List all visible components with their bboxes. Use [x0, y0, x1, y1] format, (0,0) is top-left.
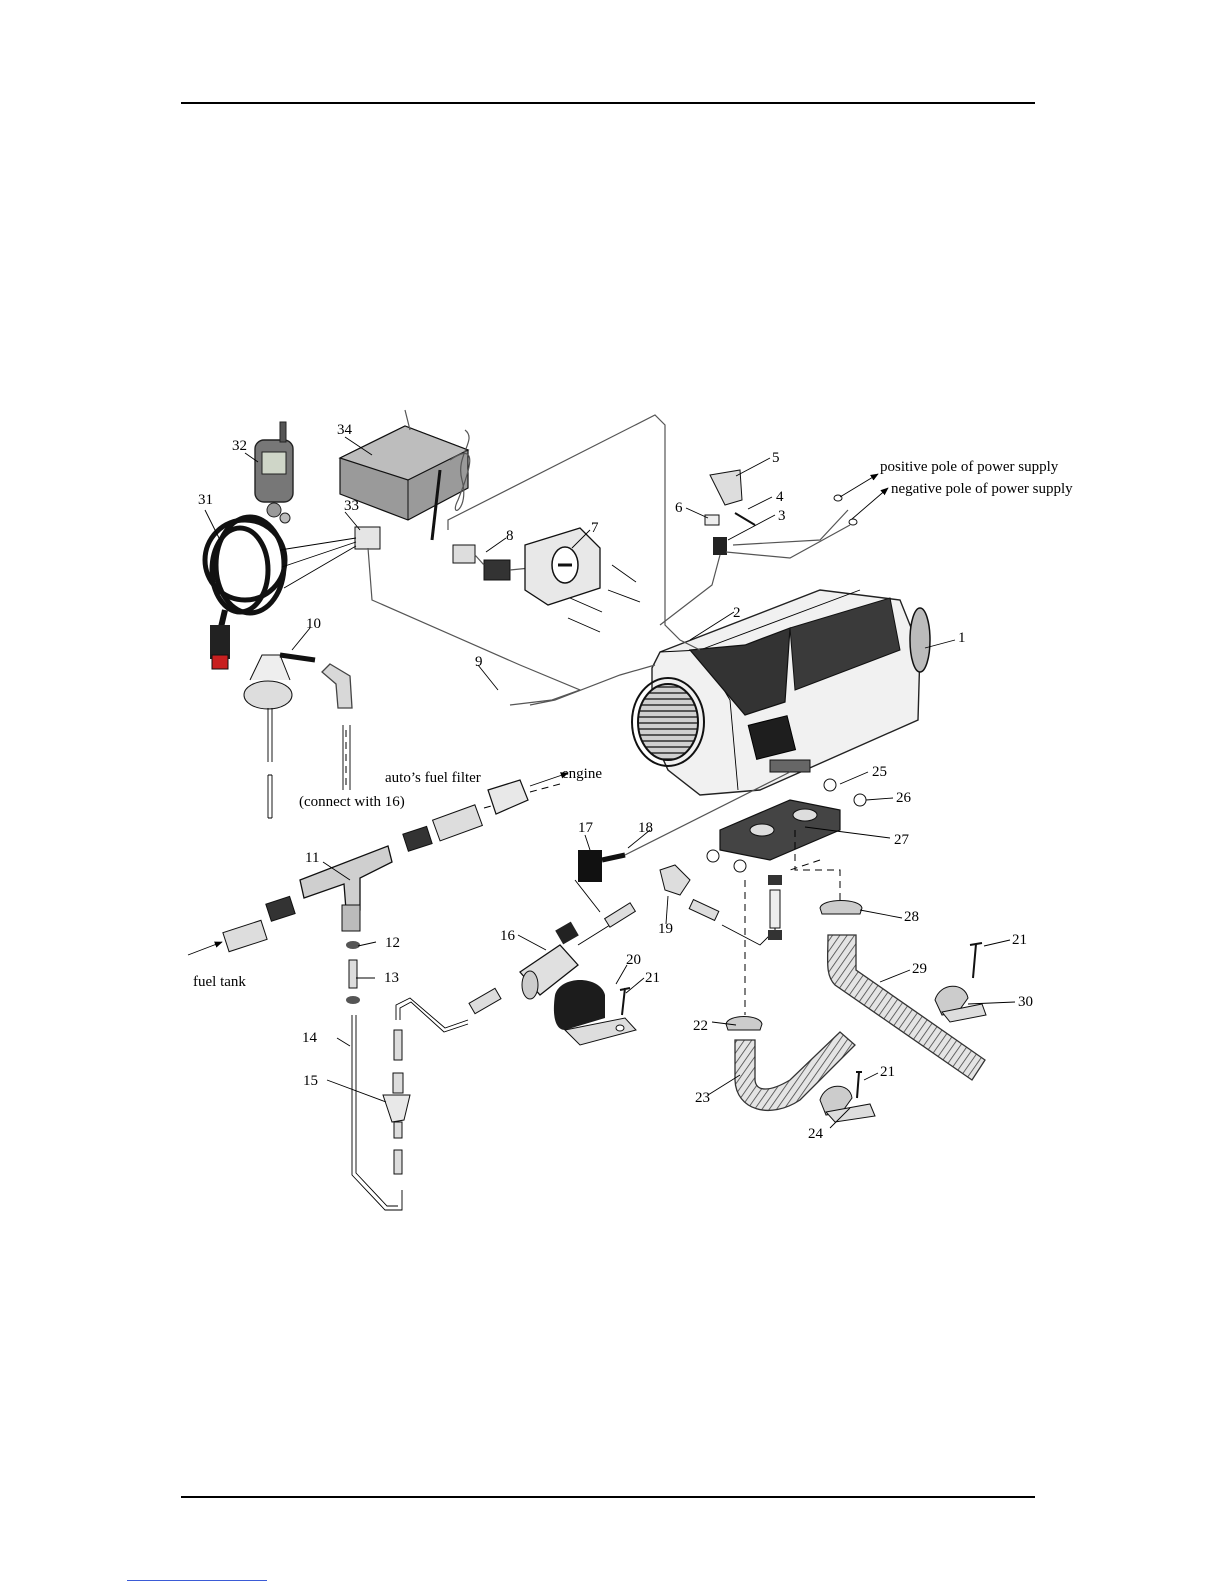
label-30: 30 [1018, 994, 1033, 1010]
clamp-20 [554, 980, 636, 1045]
label-11: 11 [305, 850, 319, 866]
label-28: 28 [904, 909, 919, 925]
fuel-filter-label: auto’s fuel filter [385, 770, 481, 786]
engine-label: engine [562, 766, 602, 782]
label-34: 34 [337, 422, 353, 438]
label-9: 9 [475, 654, 483, 670]
label-14: 14 [302, 1030, 318, 1046]
label-2: 2 [733, 605, 741, 621]
label-7: 7 [591, 520, 599, 536]
label-22: 22 [693, 1018, 708, 1034]
label-13: 13 [384, 970, 399, 986]
label-16: 16 [500, 928, 516, 944]
label-21b: 21 [1012, 932, 1027, 948]
label-3: 3 [778, 508, 786, 524]
label-21a: 21 [645, 970, 660, 986]
label-6: 6 [675, 500, 683, 516]
label-25: 25 [872, 764, 887, 780]
label-4: 4 [776, 489, 784, 505]
fuel-line-14-15 [346, 941, 501, 1210]
label-33: 33 [344, 498, 359, 514]
label-32: 32 [232, 438, 247, 454]
remote-transmitter [255, 422, 293, 523]
label-1: 1 [958, 630, 966, 646]
control-box [340, 410, 470, 540]
negative-pole-label: negative pole of power supply [891, 481, 1073, 497]
label-5: 5 [772, 450, 780, 466]
label-19: 19 [658, 921, 673, 937]
label-12: 12 [385, 935, 400, 951]
fuel-tank-label: fuel tank [193, 974, 246, 990]
connect-with-16-label: (connect with 16) [299, 794, 405, 810]
wiring-harness-coil [205, 517, 285, 669]
damper-19 [660, 865, 770, 945]
label-17: 17 [578, 820, 594, 836]
connector-8 [453, 545, 530, 580]
label-8: 8 [506, 528, 514, 544]
label-31: 31 [198, 492, 213, 508]
positive-pole-label: positive pole of power supply [880, 459, 1059, 475]
label-26: 26 [896, 790, 912, 806]
label-23: 23 [695, 1090, 710, 1106]
label-15: 15 [303, 1073, 318, 1089]
switch-module-7 [525, 528, 640, 632]
label-24: 24 [808, 1126, 824, 1142]
label-21c: 21 [880, 1064, 895, 1080]
label-10: 10 [306, 616, 321, 632]
label-27: 27 [894, 832, 910, 848]
label-20: 20 [626, 952, 641, 968]
label-29: 29 [912, 961, 927, 977]
label-18: 18 [638, 820, 653, 836]
